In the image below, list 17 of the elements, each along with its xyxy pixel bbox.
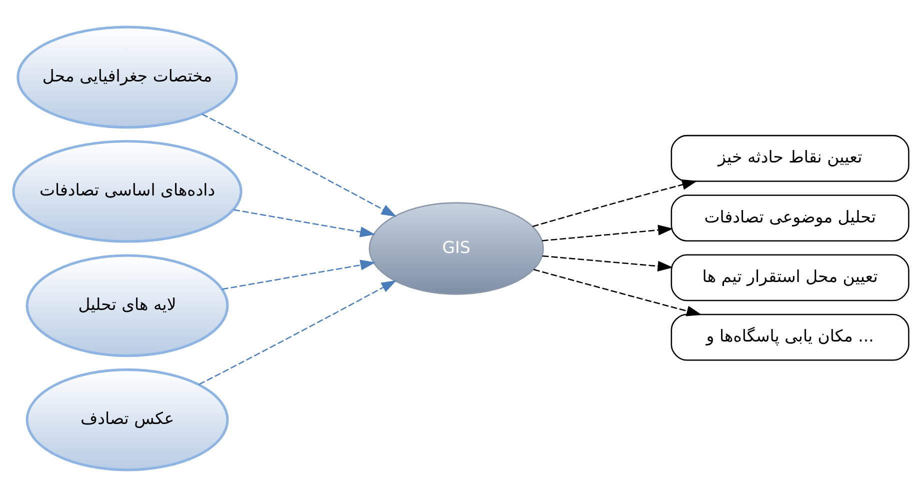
- arrow: [198, 280, 397, 384]
- node-box: تعیین محل استقرار تیم ها: [670, 254, 910, 301]
- node-ellipse: عکس تصادف: [26, 368, 229, 471]
- node-box: تحلیل موضوعی تصادفات: [670, 194, 910, 242]
- arrow: [542, 254, 673, 271]
- arrow: [234, 208, 376, 237]
- node-ellipse: داده‌های اساسی تصادفات: [12, 140, 242, 242]
- node-box: مکان یابی پاسگاه‌ها و ...: [670, 313, 910, 360]
- arrow: [532, 178, 698, 227]
- arrow: [222, 259, 376, 290]
- node-ellipse: GIS: [368, 202, 544, 294]
- arrow: [534, 268, 702, 316]
- arrow: [542, 224, 674, 241]
- node-box: تعیین نقاط حادثه خیز: [670, 134, 910, 182]
- arrow: [202, 113, 397, 216]
- node-ellipse: مختصات جغرافیایی محل: [16, 25, 238, 128]
- node-ellipse: لایه های تحلیل: [26, 254, 229, 356]
